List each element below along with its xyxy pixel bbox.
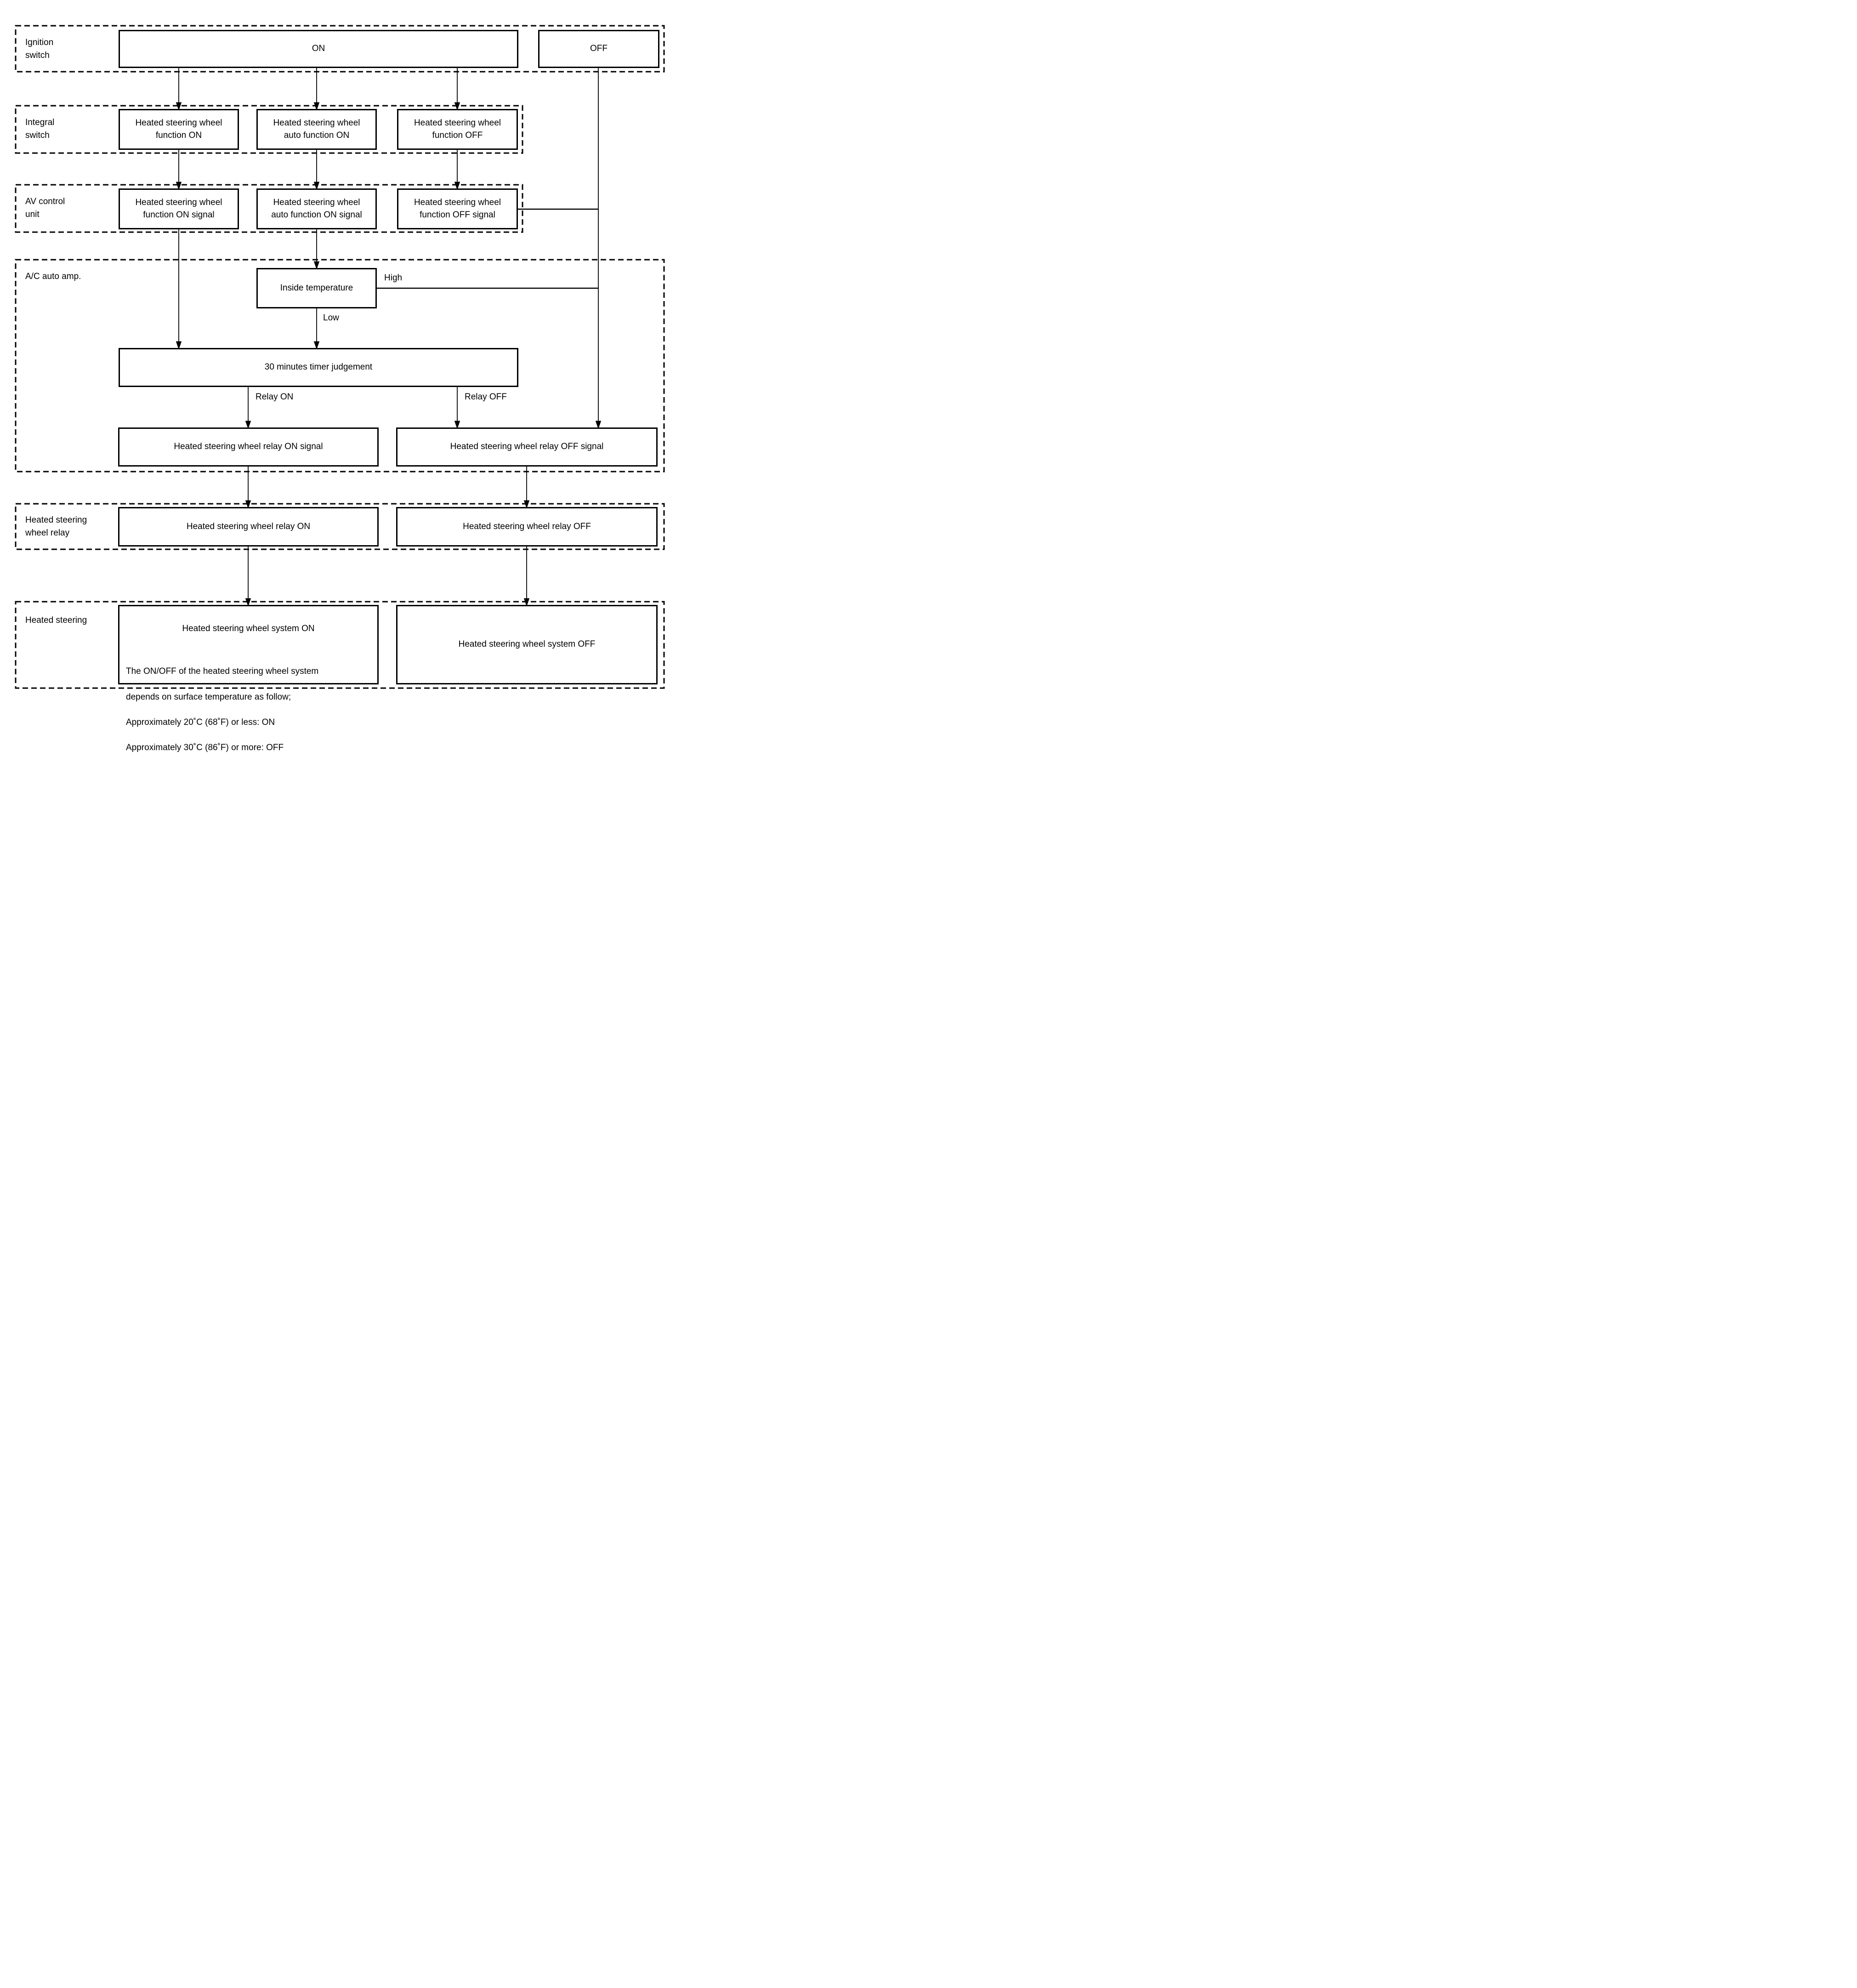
- lane-integral-switch-border: [15, 105, 523, 154]
- edge-label-relay-on: Relay ON: [256, 392, 294, 402]
- edge-label-relay-off: Relay OFF: [465, 392, 507, 402]
- node-inside-temperature: Inside temperature: [256, 268, 377, 308]
- node-ignition-on: ON: [119, 30, 518, 68]
- lane-heated-steering-border: [15, 601, 665, 689]
- lane-label-ignition-switch: Ignition switch: [25, 38, 54, 60]
- lane-label-av-control-unit: AV control unit: [25, 197, 65, 219]
- system-on-body-line: depends on surface temperature as follow…: [126, 692, 291, 702]
- arrowhead: [176, 102, 182, 111]
- node-system-off: Heated steering wheel system OFF: [396, 605, 658, 684]
- node-relay-on-signal: Heated steering wheel relay ON signal: [118, 427, 379, 467]
- node-av-function-off-signal: Heated steering wheel function OFF signa…: [397, 188, 518, 229]
- arrowhead: [595, 421, 602, 429]
- lane-label-heated-steering: Heated steering: [25, 615, 87, 625]
- edge-label-high: High: [384, 273, 403, 283]
- arrowhead: [313, 261, 320, 270]
- edge-label-low: Low: [323, 313, 339, 323]
- arrowhead: [523, 598, 530, 607]
- arrowhead: [454, 102, 460, 111]
- arrowhead: [245, 421, 251, 429]
- lane-heated-wheel-relay-border: [15, 503, 665, 550]
- arrowhead: [523, 500, 530, 509]
- lane-label-ac-auto-amp: A/C auto amp.: [25, 272, 81, 281]
- node-integral-auto-function-on: Heated steering wheel auto function ON: [256, 109, 377, 150]
- node-relay-on: Heated steering wheel relay ON: [118, 507, 379, 547]
- arrowhead: [176, 182, 182, 190]
- arrowhead: [454, 421, 460, 429]
- node-relay-off: Heated steering wheel relay OFF: [396, 507, 658, 547]
- lane-av-control-unit-border: [15, 184, 523, 233]
- system-on-body-line: Approximately 30˚C (86˚F) or more: OFF: [126, 742, 284, 752]
- system-on-body: The ON/OFF of the heated steering wheel …: [126, 653, 373, 767]
- node-av-function-on-signal: Heated steering wheel function ON signal: [119, 188, 239, 229]
- system-on-body-line: The ON/OFF of the heated steering wheel …: [126, 666, 319, 677]
- system-on-body-line: Approximately 20˚C (68˚F) or less: ON: [126, 717, 275, 727]
- arrowhead: [245, 500, 251, 509]
- flowchart-canvas: Ignition switch Integral switch AV contr…: [0, 0, 678, 752]
- connector-layer: [15, 25, 665, 689]
- arrowhead: [313, 182, 320, 190]
- arrowhead: [176, 341, 182, 350]
- node-integral-function-off: Heated steering wheel function OFF: [397, 109, 518, 150]
- node-timer-judgement: 30 minutes timer judgement: [119, 348, 518, 387]
- node-ignition-off: OFF: [538, 30, 659, 68]
- connectors: [176, 68, 602, 607]
- swimlane-borders: [15, 25, 665, 689]
- system-on-title: Heated steering wheel system ON: [182, 623, 315, 633]
- lane-label-heated-wheel-relay: Heated steering wheel relay: [25, 515, 87, 538]
- arrowhead: [313, 341, 320, 350]
- arrowhead: [454, 182, 460, 190]
- lane-ignition-switch-border: [15, 25, 665, 73]
- node-relay-off-signal: Heated steering wheel relay OFF signal: [396, 427, 658, 467]
- node-av-auto-function-on-signal: Heated steering wheel auto function ON s…: [256, 188, 377, 229]
- node-integral-function-on: Heated steering wheel function ON: [119, 109, 239, 150]
- lane-ac-auto-amp-border: [15, 259, 665, 473]
- lane-label-integral-switch: Integral switch: [25, 118, 55, 140]
- node-system-on: Heated steering wheel system ON The ON/O…: [118, 605, 379, 752]
- arrowhead: [245, 598, 251, 607]
- arrowhead: [313, 102, 320, 111]
